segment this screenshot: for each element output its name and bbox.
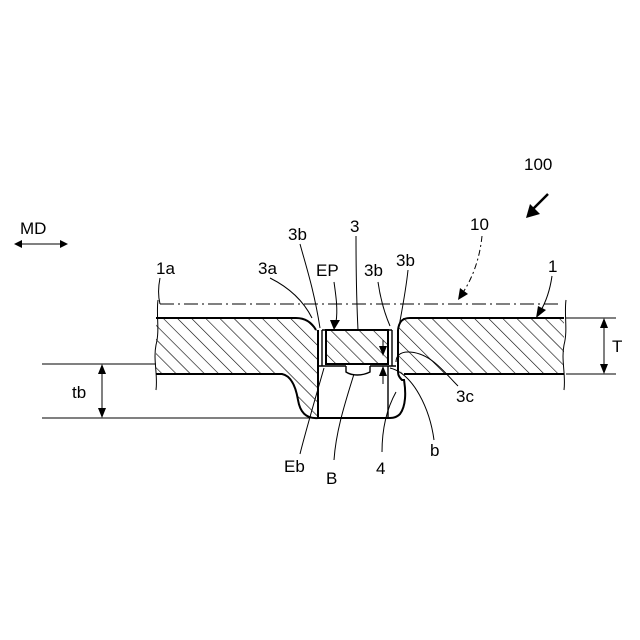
label-3b-right: 3b — [396, 251, 415, 270]
sheet-right-body — [398, 318, 564, 374]
label-b: b — [430, 441, 439, 460]
label-1a: 1a — [156, 259, 175, 278]
dim-T-arrow-bottom — [600, 364, 608, 374]
label-MD: MD — [20, 219, 46, 238]
sheet-left-body — [156, 318, 318, 418]
leader-10-arrowhead — [458, 288, 468, 300]
leader-1 — [540, 276, 552, 312]
bump-B-recess — [346, 366, 370, 375]
dim-tb-arrow-bottom — [98, 408, 106, 418]
leader-b — [390, 368, 434, 440]
element-3-block — [326, 330, 388, 364]
dim-T-arrow-top — [600, 318, 608, 328]
leader-3b-left — [300, 244, 320, 328]
leader-4 — [382, 392, 396, 452]
label-3: 3 — [350, 217, 359, 236]
label-EP: EP — [316, 261, 339, 280]
md-arrow-left — [14, 240, 22, 248]
leader-1-arrowhead — [536, 306, 546, 318]
label-10: 10 — [470, 215, 489, 234]
label-3a: 3a — [258, 259, 277, 278]
dim-tb-arrow-top — [98, 364, 106, 374]
label-tb: tb — [72, 383, 86, 402]
label-1: 1 — [548, 257, 557, 276]
leader-3 — [356, 236, 358, 330]
leader-EP-arrowhead — [330, 320, 340, 330]
leader-3a — [270, 278, 312, 318]
label-3c: 3c — [456, 387, 474, 406]
dim-b-arrowhead-up — [379, 366, 387, 376]
arrow-100-line — [532, 194, 548, 210]
label-100: 100 — [524, 155, 552, 174]
leader-10 — [462, 236, 482, 294]
label-T: T — [612, 337, 622, 356]
label-Eb: Eb — [284, 457, 305, 476]
arrow-100-head — [526, 204, 540, 218]
label-4: 4 — [376, 459, 385, 478]
md-arrow-right — [60, 240, 68, 248]
bump-right-outline — [388, 370, 405, 418]
label-B: B — [326, 469, 337, 488]
label-3b-left: 3b — [288, 225, 307, 244]
leader-EP — [334, 282, 337, 322]
label-3b-mid: 3b — [364, 261, 383, 280]
leader-1a — [159, 278, 161, 304]
